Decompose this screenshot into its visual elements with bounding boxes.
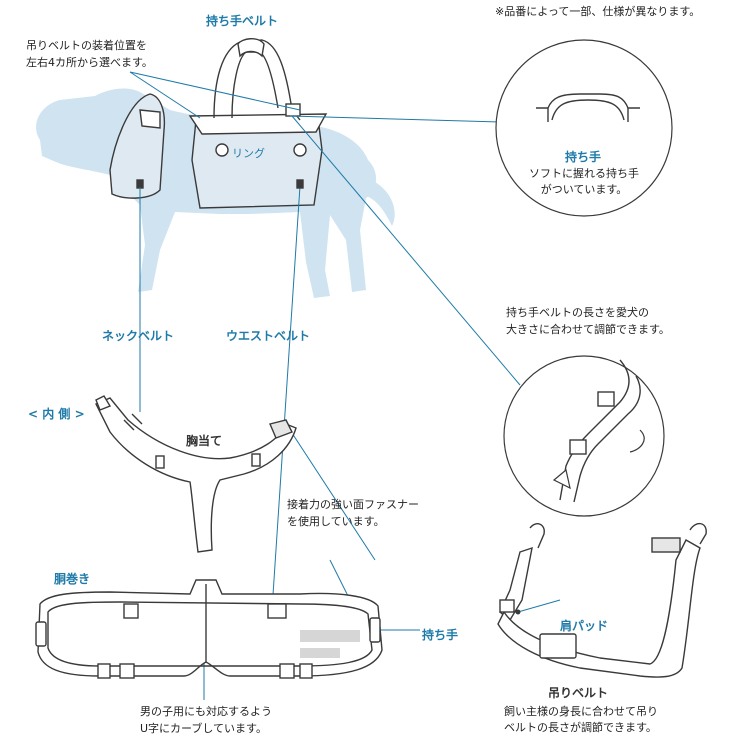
waist-belt-label: ウエストベルト [226,329,311,343]
hanging-belt-label: 吊りベルト [548,686,609,700]
inner-side-label: < 内 側 > [28,407,85,421]
hanging-line2: ベルトの長さが調節できます。 [504,721,657,734]
ring-label: リング [232,147,265,160]
spec-note: ※品番によって一部、仕様が異なります。 [495,5,701,18]
leader-lines [129,71,561,700]
belt-adjust-line1: 持ち手ベルトの長さを愛犬の [506,306,649,319]
neck-belt-flat [95,395,297,553]
handle-detail-line2: がついています。 [540,183,628,196]
hanging-belt [497,523,707,678]
harness-on-dog [109,38,328,209]
handle-detail-circle [495,39,673,217]
hanging-line1: 飼い主様の身長に合わせて吊り [504,705,658,718]
belt-detail-circle [503,355,665,517]
handle-detail-line1: ソフトに握れる持ち手 [529,167,639,180]
fastener-line2: を使用しています。 [287,515,385,528]
chest-guard-label: 胸当て [186,434,223,448]
body-wrap-label: 胴巻き [54,572,91,586]
ring-position-line1: 吊りベルトの装着位置を [26,39,147,52]
fastener-line1: 接着力の強い面ファスナー [287,498,419,511]
handle-label: 持ち手 [422,628,459,642]
shoulder-pad-label: 肩パッド [560,619,609,633]
ucurve-line1: 男の子用にも対応するよう [140,705,272,718]
handle-detail-title: 持ち手 [564,150,601,164]
belt-adjust-line2: 大きさに合わせて調節できます。 [506,323,670,336]
neck-belt-label: ネックベルト [102,329,175,343]
ucurve-line2: U字にカーブしています。 [140,722,267,735]
handle-belt-label: 持ち手ベルト [206,14,279,28]
body-wrap-flat [35,579,383,679]
ring-position-line2: 左右4カ所から選べます。 [26,56,153,69]
